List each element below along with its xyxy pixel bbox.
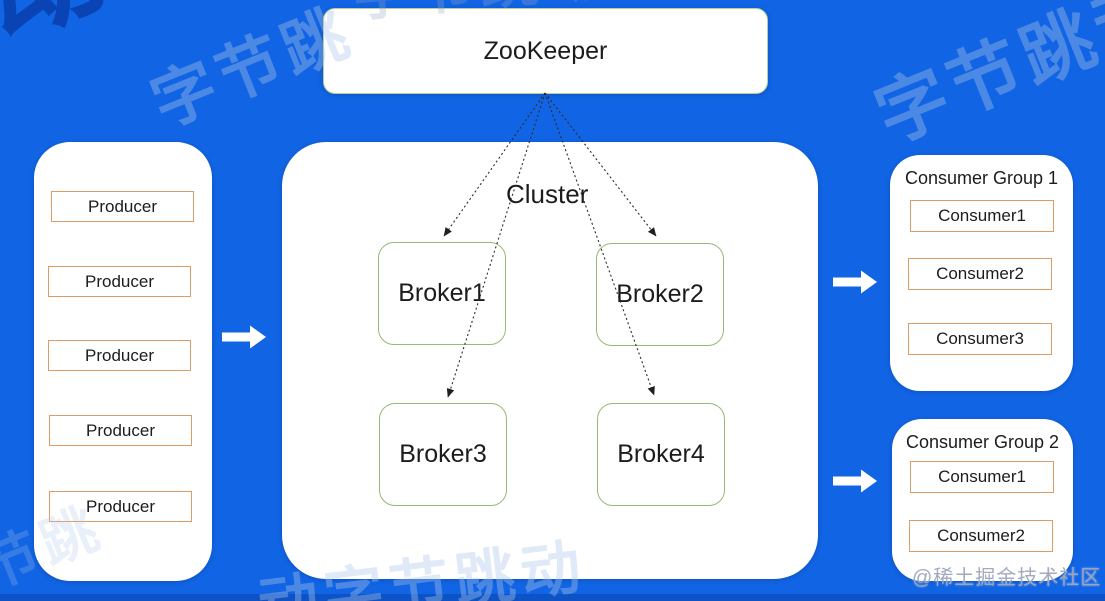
bottom-edge-strip [0,594,1105,601]
cluster-label: Cluster [506,179,589,209]
consumer-label: Consumer1 [938,467,1026,486]
broker2-node: Broker2 [596,243,724,346]
broker1-node: Broker1 [378,242,506,345]
broker-label: Broker2 [616,280,704,308]
broker3-node: Broker3 [379,403,507,506]
broker-label: Broker4 [617,440,705,468]
producer-node: Producer [51,191,194,222]
cluster-to-group1-arrow-icon [833,270,877,294]
producer-node: Producer [48,266,191,297]
watermark-bytedance-topright: 字节跳动 [865,0,1105,159]
consumer-label: Consumer2 [936,264,1024,283]
consumer-group-1-panel: Consumer Group 1 Consumer1 Consumer2 Con… [890,155,1073,391]
consumer-label: Consumer3 [936,329,1024,348]
consumer-node: Consumer1 [910,200,1054,232]
consumer-label: Consumer2 [937,526,1025,545]
producers-to-cluster-arrow-icon [222,325,266,349]
consumer-node: Consumer2 [908,258,1052,290]
consumer-group-2-panel: Consumer Group 2 Consumer1 Consumer2 [892,419,1073,581]
producers-panel: Producer Producer Producer Producer Prod… [34,142,212,581]
producer-label: Producer [86,496,155,516]
consumer-node: Consumer3 [908,323,1052,355]
consumer-node: Consumer1 [910,461,1054,493]
consumer-group-2-title: Consumer Group 2 [905,432,1060,452]
consumer-group-1-title: Consumer Group 1 [904,168,1059,188]
cluster-panel: Cluster Broker1 Broker2 Broker3 Broker4 [282,142,818,579]
broker4-node: Broker4 [597,403,725,506]
broker-label: Broker3 [399,440,487,468]
cluster-to-group2-arrow-icon [833,469,877,493]
watermark-bytedance-corner: 动 [0,0,129,66]
producer-label: Producer [86,420,155,440]
producer-label: Producer [88,196,157,216]
broker-label: Broker1 [398,279,486,307]
producer-node: Producer [49,491,192,522]
producer-label: Producer [85,345,154,365]
producer-node: Producer [48,340,191,371]
producer-node: Producer [49,415,192,446]
zookeeper-label: ZooKeeper [483,36,608,65]
consumer-node: Consumer2 [909,520,1053,552]
consumer-label: Consumer1 [938,206,1026,225]
producer-label: Producer [85,271,154,291]
zookeeper-node: ZooKeeper [323,8,768,94]
